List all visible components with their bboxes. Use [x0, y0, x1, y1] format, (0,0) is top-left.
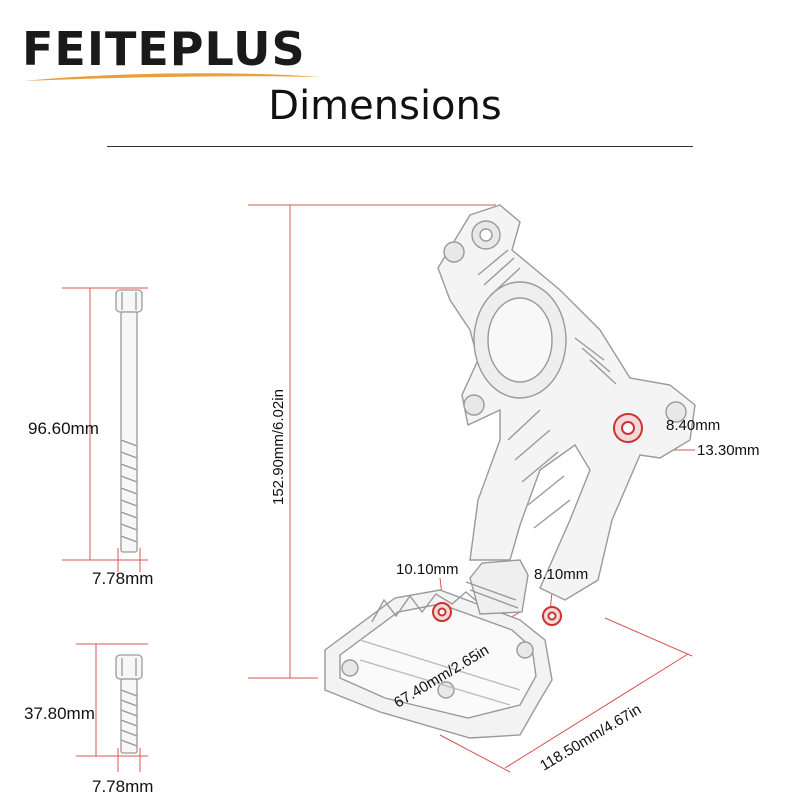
title-divider [107, 146, 693, 147]
brand-name: FEITEPLUS [22, 22, 306, 76]
short-bolt-length-label: 37.80mm [24, 704, 95, 723]
long-bolt-width-label: 7.78mm [92, 569, 154, 588]
peg-pivot-hole-right [542, 606, 562, 626]
long-bolt-length-label: 96.60mm [28, 419, 99, 438]
upper-hole-outer-label: 13.30mm [697, 442, 760, 459]
peg-right-hole-label: 8.10mm [534, 566, 589, 583]
foot-peg [324, 559, 553, 739]
brand-logo: FEITEPLUS [22, 24, 332, 86]
long-bolt [115, 289, 143, 553]
peg-pivot-hole-left [432, 602, 452, 622]
upper-mount-hole [613, 413, 643, 443]
upper-hole-inner-label: 8.40mm [666, 417, 721, 434]
short-bolt [115, 654, 143, 754]
page-title: Dimensions [268, 83, 502, 129]
overall-height-label: 152.90mm/6.02in [270, 389, 287, 505]
peg-left-hole-label: 10.10mm [396, 561, 459, 578]
short-bolt-width-label: 7.78mm [92, 777, 154, 796]
brand-swoosh-icon [24, 73, 320, 81]
mount-bracket [437, 204, 696, 601]
